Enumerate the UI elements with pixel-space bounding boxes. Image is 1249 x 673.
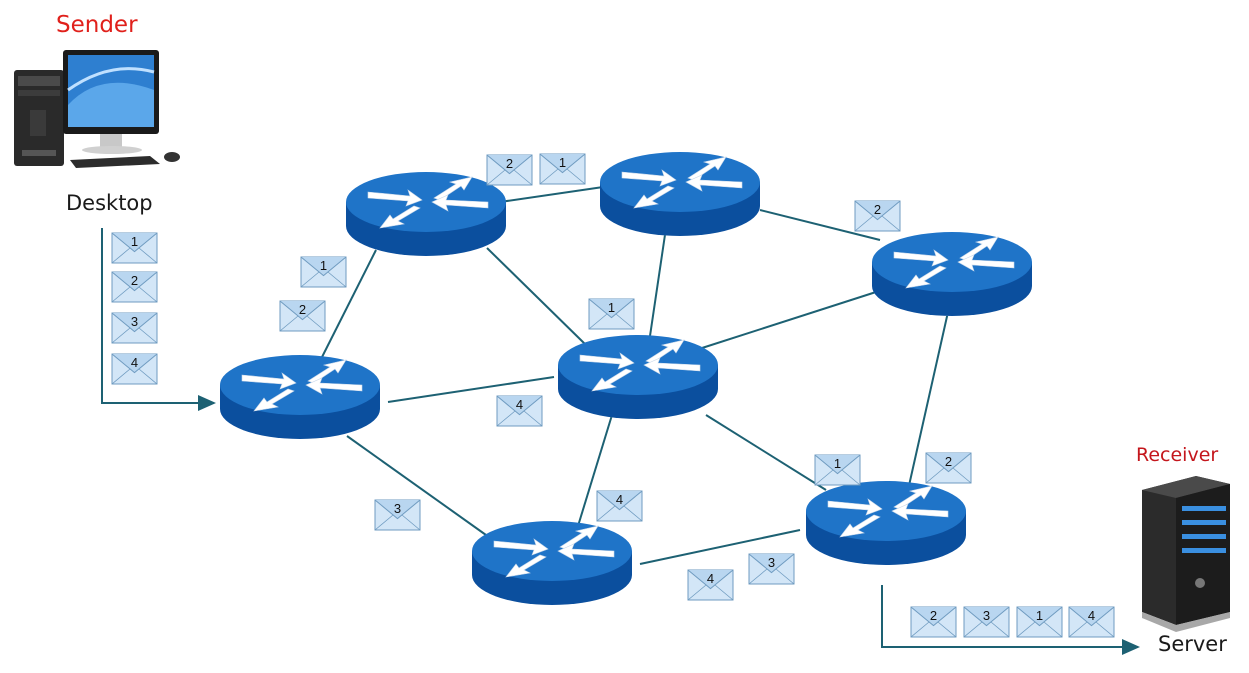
links xyxy=(101,185,1140,655)
arrow-router-to-server xyxy=(881,585,1140,655)
desktop-label: Desktop xyxy=(66,191,153,215)
packet-envelope-icon: 3 xyxy=(963,606,1010,638)
link-r4-r5 xyxy=(387,376,555,403)
packet-number: 2 xyxy=(299,302,306,317)
link-r5-r7 xyxy=(705,414,827,491)
link-r1-r2 xyxy=(499,185,611,203)
packet-envelope-icon: 2 xyxy=(111,271,158,303)
packet-number: 4 xyxy=(616,492,623,507)
packet-number: 3 xyxy=(394,501,401,516)
router-bottom-right-icon xyxy=(806,481,966,565)
packet-number: 4 xyxy=(1088,608,1095,623)
link-r2-r3 xyxy=(759,209,881,241)
packet-number: 2 xyxy=(874,202,881,217)
packet-number: 1 xyxy=(131,234,138,249)
packet-envelope-icon: 3 xyxy=(111,312,158,344)
packet-envelope-icon: 1 xyxy=(539,153,586,185)
server-icon xyxy=(1142,476,1230,632)
packet-envelope-icon: 4 xyxy=(496,395,543,427)
router-right-icon xyxy=(872,232,1032,316)
packet-number: 1 xyxy=(608,300,615,315)
packet-number: 3 xyxy=(768,555,775,570)
sender-label: Sender xyxy=(56,12,138,38)
packet-number: 2 xyxy=(131,273,138,288)
link-r1-r4 xyxy=(317,249,377,366)
packet-envelope-icon: 1 xyxy=(814,454,861,486)
router-top-left-icon xyxy=(346,172,506,256)
packet-envelope-icon: 2 xyxy=(910,606,957,638)
packet-envelope-icon: 4 xyxy=(1068,606,1115,638)
link-r3-r5 xyxy=(701,291,877,349)
packet-number: 4 xyxy=(707,571,714,586)
link-r5-r6 xyxy=(577,414,613,527)
link-r6-r7 xyxy=(639,529,801,565)
server-label: Server xyxy=(1158,632,1227,656)
router-top-middle-icon xyxy=(600,152,760,236)
arrow-desktop-to-router xyxy=(101,228,216,411)
packet-number: 3 xyxy=(131,314,138,329)
packet-number: 1 xyxy=(1036,608,1043,623)
packet-envelope-icon: 1 xyxy=(588,298,635,330)
packet-envelope-icon: 4 xyxy=(111,353,158,385)
packet-envelope-icon: 1 xyxy=(300,256,347,288)
router-bottom-icon xyxy=(472,521,632,605)
packet-envelope-icon: 2 xyxy=(854,200,901,232)
packet-number: 1 xyxy=(320,258,327,273)
packet-number: 2 xyxy=(506,156,513,171)
packet-envelope-icon: 2 xyxy=(279,300,326,332)
link-r2-r5 xyxy=(649,227,667,337)
router-center-icon xyxy=(558,335,718,419)
packet-number: 3 xyxy=(983,608,990,623)
routers xyxy=(220,152,1032,605)
packet-number: 2 xyxy=(930,608,937,623)
packet-envelope-icon: 1 xyxy=(1016,606,1063,638)
link-r3-r7 xyxy=(907,311,949,491)
packet-envelope-icon: 2 xyxy=(925,452,972,484)
packet-envelope-icon: 3 xyxy=(374,499,421,531)
receiver-label: Receiver xyxy=(1136,444,1219,466)
packet-envelope-icon: 3 xyxy=(748,553,795,585)
packet-envelope-icon: 4 xyxy=(596,490,643,522)
packet-envelope-icon: 4 xyxy=(687,569,734,601)
link-r4-r6 xyxy=(346,435,487,536)
packet-number: 4 xyxy=(131,355,138,370)
packets: 1 2 3 4 2 1 2 1 2 1 4 3 4 1 2 4 3 2 3 1 4 xyxy=(111,153,1115,638)
link-r1-r5 xyxy=(486,247,587,346)
packet-number: 4 xyxy=(516,397,523,412)
packet-envelope-icon: 2 xyxy=(486,154,533,186)
packet-number: 2 xyxy=(945,454,952,469)
packet-number: 1 xyxy=(559,155,566,170)
desktop-computer-icon xyxy=(14,50,180,168)
router-left-icon xyxy=(220,355,380,439)
packet-envelope-icon: 1 xyxy=(111,232,158,264)
packet-number: 1 xyxy=(834,456,841,471)
